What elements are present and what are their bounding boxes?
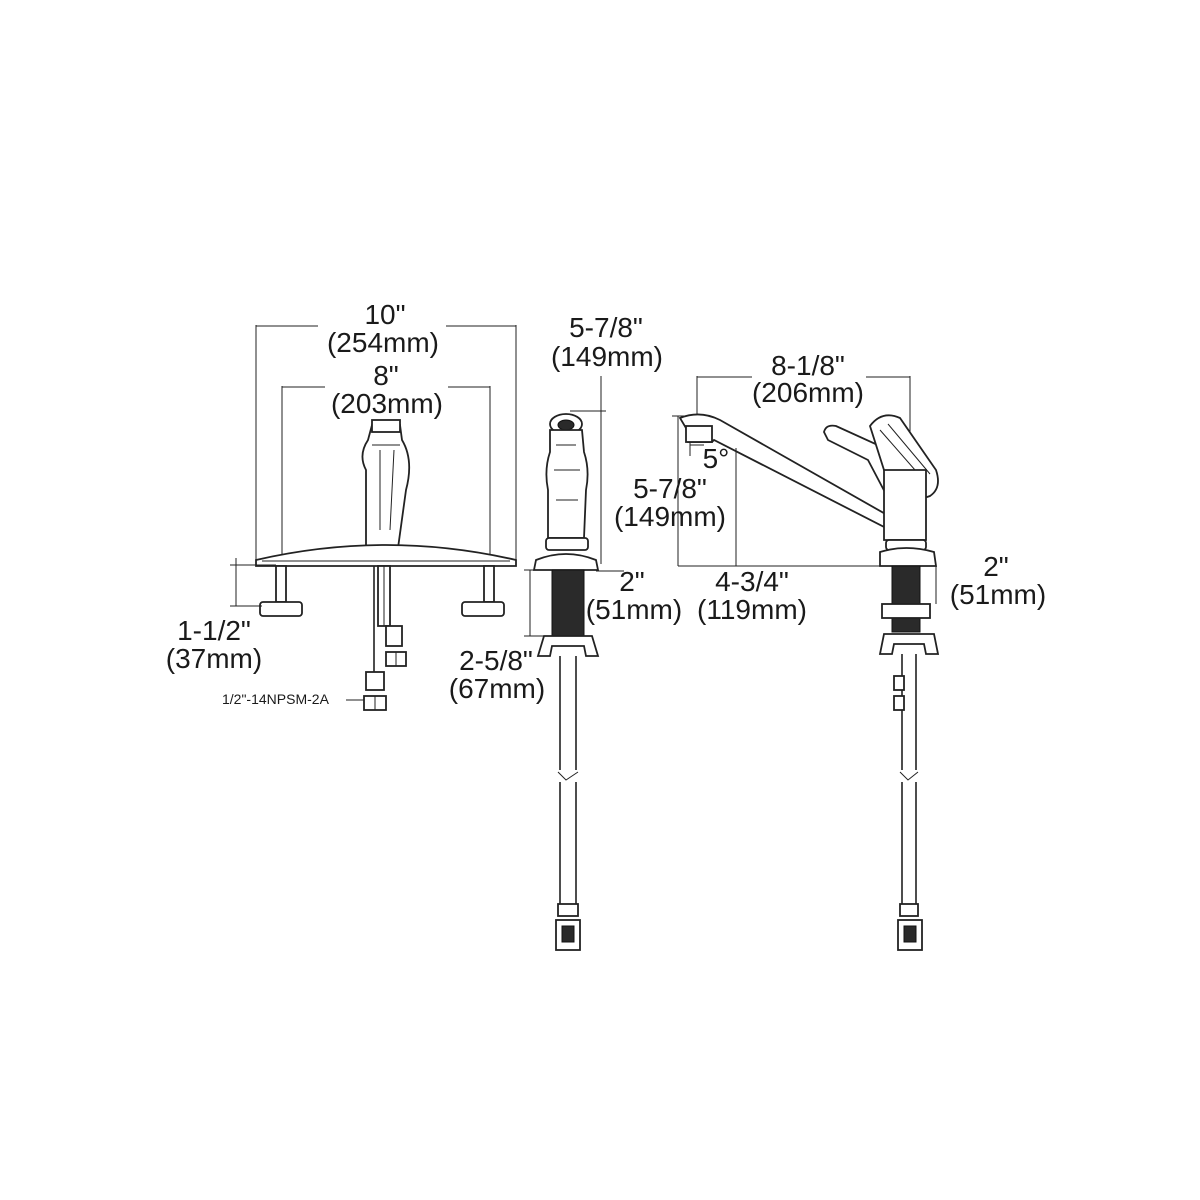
side-shank: [891, 565, 921, 633]
overall-width-in-label: 10": [364, 299, 405, 330]
supply-connector-lower: [365, 671, 385, 691]
spout-height-in-label: 5-7/8": [633, 473, 707, 504]
sprayer-height-in-label: 5-7/8": [569, 312, 643, 343]
lever-handle: [823, 424, 900, 500]
deck-height-mm-label: (37mm): [166, 643, 262, 674]
sprayer-head: [545, 429, 589, 539]
left-mounting-nut: [259, 601, 303, 617]
faucet-body: [883, 469, 927, 541]
front-faucet-body: [361, 424, 411, 549]
side-view: 8-1/8" (206mm) 5°: [614, 350, 1046, 951]
sprayer-hose-connector: [557, 903, 579, 917]
aerator: [685, 425, 713, 443]
sprayer-shank: [551, 569, 585, 637]
spout-angle-label: 5°: [703, 443, 730, 474]
front-view: 10" (254mm) 8" (203mm): [166, 299, 517, 711]
side-mount-nut: [878, 633, 940, 655]
side-base-mm-label: (51mm): [950, 579, 1046, 610]
offset-mm-label: (119mm): [697, 594, 807, 625]
overall-width-mm-label: (254mm): [327, 327, 439, 358]
deck-plate: [255, 544, 517, 567]
sprayer-height-mm-label: (149mm): [551, 341, 663, 372]
right-mounting-nut: [461, 601, 505, 617]
sprayer-base: [532, 553, 600, 571]
supply-connector-upper: [385, 625, 403, 647]
offset-in-label: 4-3/4": [715, 566, 789, 597]
sprayer-mount-nut: [536, 635, 600, 657]
spout-reach-in-label: 8-1/8": [771, 350, 845, 381]
connection-spec-label: 1/2"-14NPSM-2A: [222, 691, 330, 707]
sprayer-base-in-label: 2": [619, 566, 645, 597]
spout-height-mm-label: (149mm): [614, 501, 726, 532]
spout-reach-mm-label: (206mm): [752, 377, 864, 408]
sprayer-shank-in-label: 2-5/8": [459, 645, 533, 676]
center-width-mm-label: (203mm): [331, 388, 443, 419]
side-hose-connector: [899, 903, 919, 917]
side-base: [879, 547, 938, 567]
deck-height-in-label: 1-1/2": [177, 615, 251, 646]
sprayer-shank-mm-label: (67mm): [449, 673, 545, 704]
sprayer-view: 5-7/8" (149mm) 2" (51mm) 2-5/8" (67mm): [449, 312, 682, 951]
center-width-in-label: 8": [373, 360, 399, 391]
side-base-in-label: 2": [983, 551, 1009, 582]
sprayer-base-mm-label: (51mm): [586, 594, 682, 625]
